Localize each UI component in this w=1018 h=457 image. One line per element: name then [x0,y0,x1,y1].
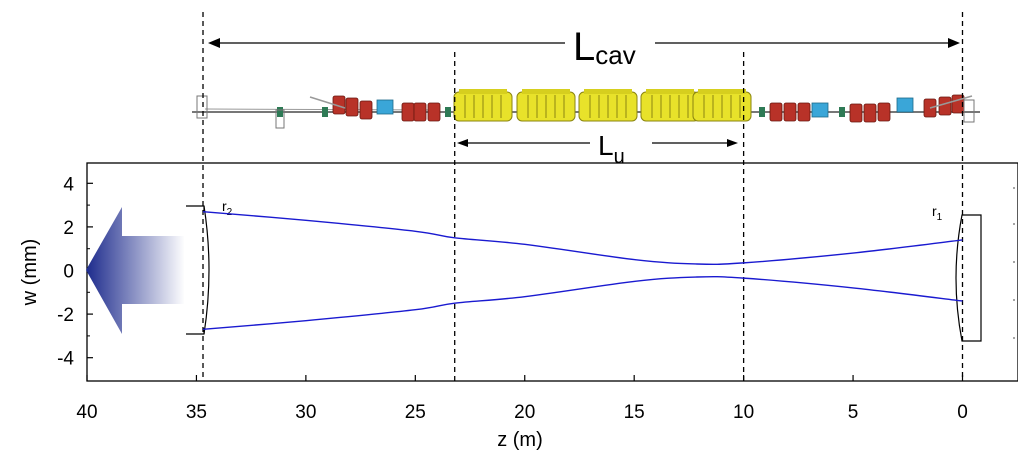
mirror-chamber-right [963,99,975,123]
edge-dot [1013,337,1015,339]
lu-label: Lu [598,130,625,168]
dipole-magnet [811,102,829,118]
undulator-cap [522,89,570,94]
x-tick-label: 20 [514,402,535,423]
edge-dot [1013,223,1015,225]
mirror-r2-label: r2 [222,198,233,218]
quadrupole-magnet [345,97,359,117]
undulator-cap [646,89,694,94]
mirror-r1-outline [955,214,982,342]
y-tick-label: 0 [63,262,74,283]
diagnostic-element [759,107,765,117]
edge-dot [1013,187,1015,189]
x-tick-label: 0 [957,402,968,423]
diagnostic-element [277,107,283,117]
mirror-r1: r1 [932,203,982,342]
quadrupole-magnet [427,102,441,122]
diagnostic-element [322,107,328,117]
quadrupole-magnet [769,102,783,122]
undulator-cap [698,89,746,94]
y-tick-label: -2 [57,305,74,326]
edge-dot [1013,261,1015,263]
y-tick-label: 2 [63,218,74,239]
mirror-r2-outline-outer [186,205,210,335]
beam-envelope [202,210,963,331]
undulator-cap [459,89,507,94]
y-axis-title: w (mm) [19,239,41,307]
beamline-elements [275,89,965,129]
dipole-magnet [896,97,914,113]
y-tick-label: 4 [63,174,74,195]
x-axis-title: z (m) [497,429,543,451]
lu-arrowhead-right [727,139,738,147]
quadrupole-magnet [783,102,797,122]
dipole-magnet [376,99,394,115]
x-tick-label: 25 [405,402,426,423]
quadrupole-magnet [849,103,863,123]
output-arrow [86,207,185,334]
x-tick-label: 40 [76,402,97,423]
quadrupole-magnet [863,103,877,123]
quadrupole-magnet [797,102,811,122]
bypass-line-right [929,95,973,109]
lcav-label: Lcav [573,25,636,70]
x-tick-label: 30 [295,402,316,423]
plot-frame [86,162,1018,382]
x-tick-label: 10 [733,402,754,423]
quadrupole-magnet [401,102,415,122]
quadrupole-magnet [359,100,373,120]
mirror-r1-label: r1 [932,203,943,223]
diagnostic-element [839,107,845,117]
vertical-marker-lines [202,12,964,381]
beamline-schematic [192,89,980,129]
diagnostic-element [445,107,451,117]
quadrupole-magnet [938,96,952,116]
support-stand [275,109,285,129]
x-tick-label: 35 [186,402,207,423]
undulator-cap [584,89,632,94]
lcav-arrowhead-left [208,38,220,48]
mirror-r2: r2 [184,198,233,335]
x-tick-label: 15 [624,402,645,423]
cavity-length-dimension: Lcav [208,25,960,70]
bypass-line-left [309,96,346,109]
quadrupole-magnet [877,102,891,122]
lu-arrowhead-left [457,139,468,147]
edge-dot [1013,299,1015,301]
x-tick-label: 5 [848,402,859,423]
beam-envelope-upper [202,210,963,266]
output-radiation-arrow [86,207,185,334]
mirror-chamber-left [196,95,208,119]
mirror-r2-aperture [184,236,188,304]
right-edge-marks [1013,187,1015,339]
y-tick-label: -4 [57,349,74,370]
lcav-arrowhead-right [948,38,960,48]
undulator-length-dimension: Lu [457,130,738,168]
quadrupole-magnet [413,102,427,122]
beam-envelope-lower [202,275,963,331]
